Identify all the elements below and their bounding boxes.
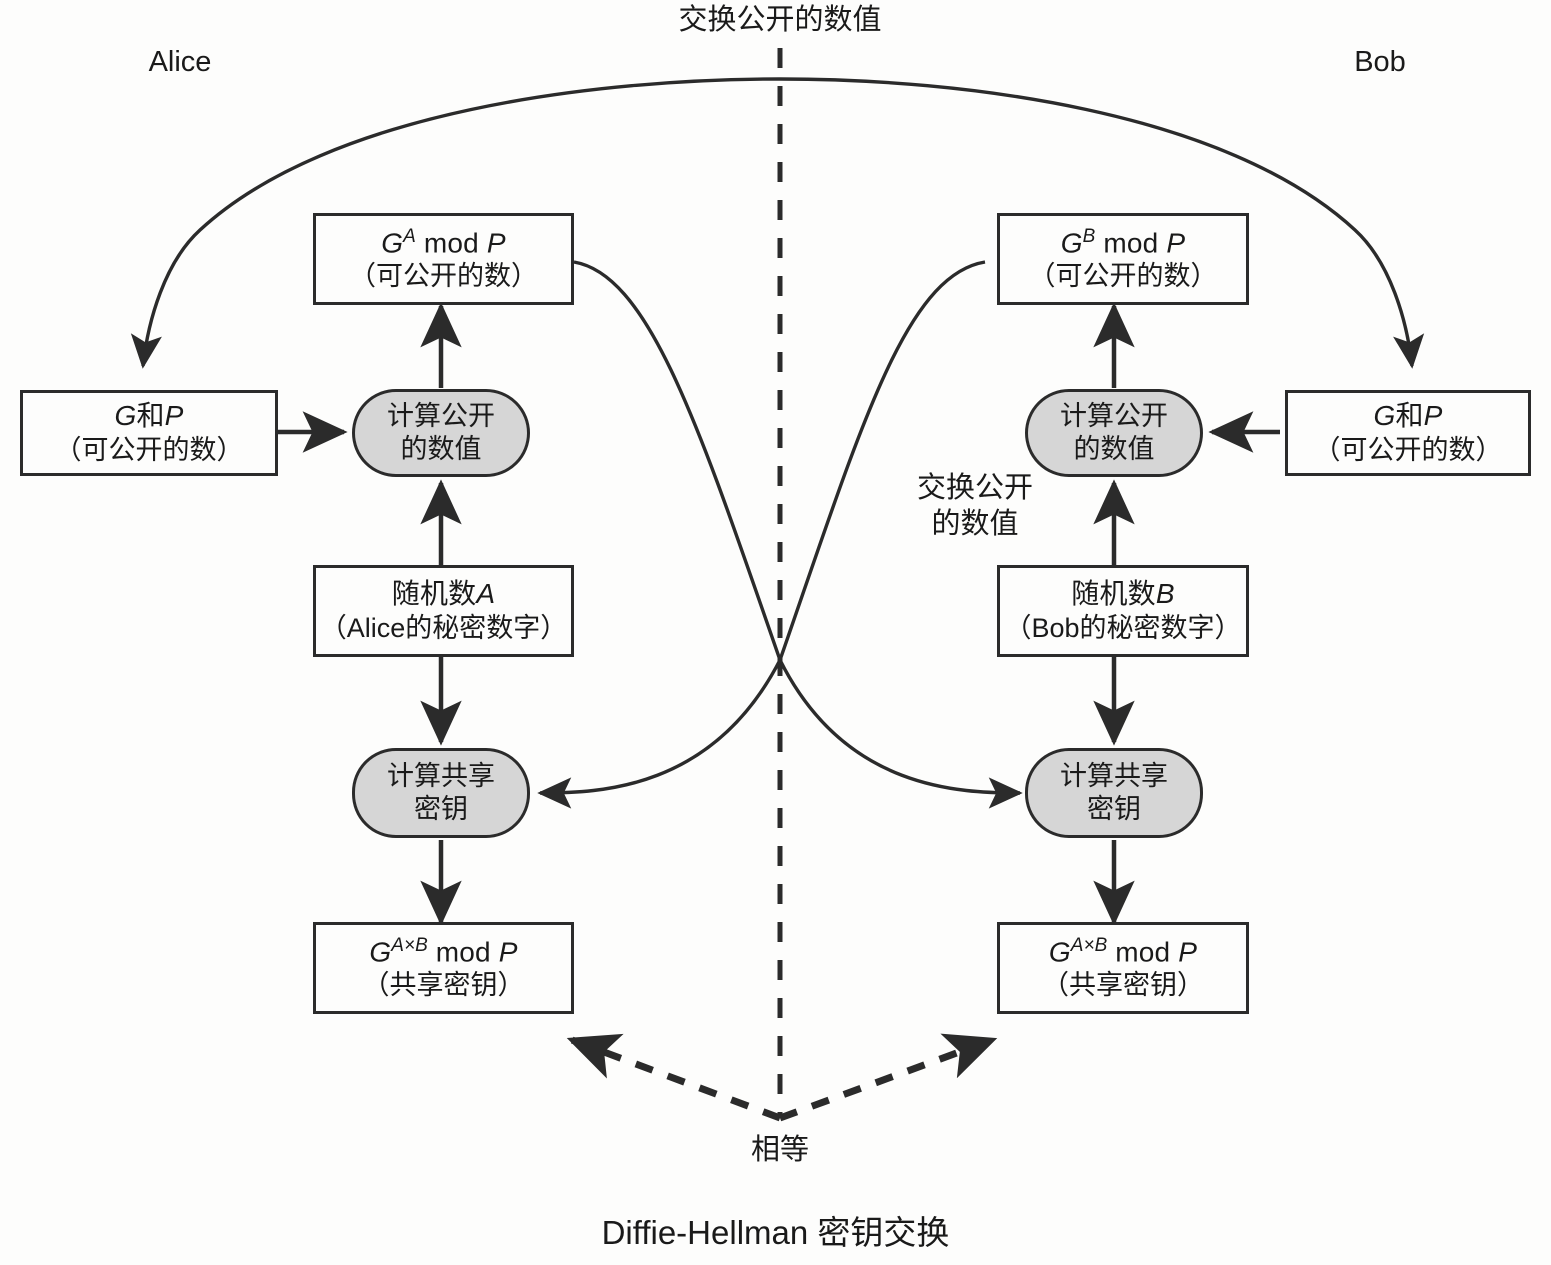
node-alice-g-and-p: G和P （可公开的数） — [20, 390, 278, 476]
node-alice-g-and-p-formula: G和P — [114, 400, 184, 432]
label-top-exchange: 交换公开的数值 — [678, 4, 882, 36]
label-equal: 相等 — [750, 1134, 809, 1166]
node-bob-compute-shared-line1: 计算共享 — [1060, 761, 1168, 792]
node-alice-public-value-formula: GA mod P — [381, 225, 506, 259]
node-bob-public-value: GB mod P （可公开的数） — [997, 213, 1249, 305]
node-alice-compute-shared-line2: 密钥 — [414, 794, 468, 824]
node-alice-compute-public-line2: 的数值 — [400, 434, 482, 464]
node-bob-public-value-note: （可公开的数） — [1028, 261, 1218, 292]
node-bob-shared-key-formula: GA×B mod P — [1048, 934, 1198, 968]
node-bob-compute-public: 计算公开 的数值 — [1025, 389, 1203, 477]
diagram-caption: Diffie-Hellman 密钥交换 — [601, 1214, 950, 1251]
node-bob-shared-key-note: （共享密钥） — [1042, 970, 1204, 1001]
label-party-bob: Bob — [1354, 46, 1406, 78]
node-alice-random: 随机数A （Alice的秘密数字） — [313, 565, 574, 657]
node-alice-shared-key-note: （共享密钥） — [362, 970, 525, 1001]
node-alice-g-and-p-note: （可公开的数） — [54, 434, 244, 465]
node-alice-public-value-note: （可公开的数） — [349, 261, 538, 292]
node-alice-random-formula: 随机数A — [391, 578, 496, 610]
node-bob-public-value-formula: GB mod P — [1060, 225, 1186, 259]
node-bob-g-and-p: G和P （可公开的数） — [1285, 390, 1531, 476]
node-alice-compute-public: 计算公开 的数值 — [352, 389, 530, 477]
dashed-equal-left — [566, 1033, 782, 1122]
dashed-equal-right — [778, 1033, 998, 1122]
node-bob-compute-public-line2: 的数值 — [1073, 434, 1155, 464]
label-party-alice: Alice — [148, 46, 212, 78]
label-mid-exchange: 交换公开 的数值 — [916, 472, 1033, 541]
node-alice-compute-shared: 计算共享 密钥 — [352, 748, 530, 838]
node-bob-shared-key: GA×B mod P （共享密钥） — [997, 922, 1249, 1014]
node-alice-shared-key-formula: GA×B mod P — [369, 934, 518, 968]
node-alice-compute-shared-line1: 计算共享 — [387, 761, 495, 792]
node-bob-random-note: （Bob的秘密数字） — [1004, 612, 1242, 643]
node-alice-shared-key: GA×B mod P （共享密钥） — [313, 922, 574, 1014]
node-bob-compute-public-line1: 计算公开 — [1060, 401, 1168, 432]
node-bob-compute-shared: 计算共享 密钥 — [1025, 748, 1203, 838]
node-bob-g-and-p-formula: G和P — [1373, 400, 1443, 432]
node-alice-random-note: （Alice的秘密数字） — [319, 612, 568, 643]
node-alice-public-value: GA mod P （可公开的数） — [313, 213, 574, 305]
node-alice-compute-public-line1: 计算公开 — [387, 401, 495, 432]
node-bob-random-formula: 随机数B — [1071, 578, 1175, 610]
node-bob-random: 随机数B （Bob的秘密数字） — [997, 565, 1249, 657]
node-bob-g-and-p-note: （可公开的数） — [1313, 434, 1503, 465]
node-bob-compute-shared-line2: 密钥 — [1087, 794, 1141, 824]
